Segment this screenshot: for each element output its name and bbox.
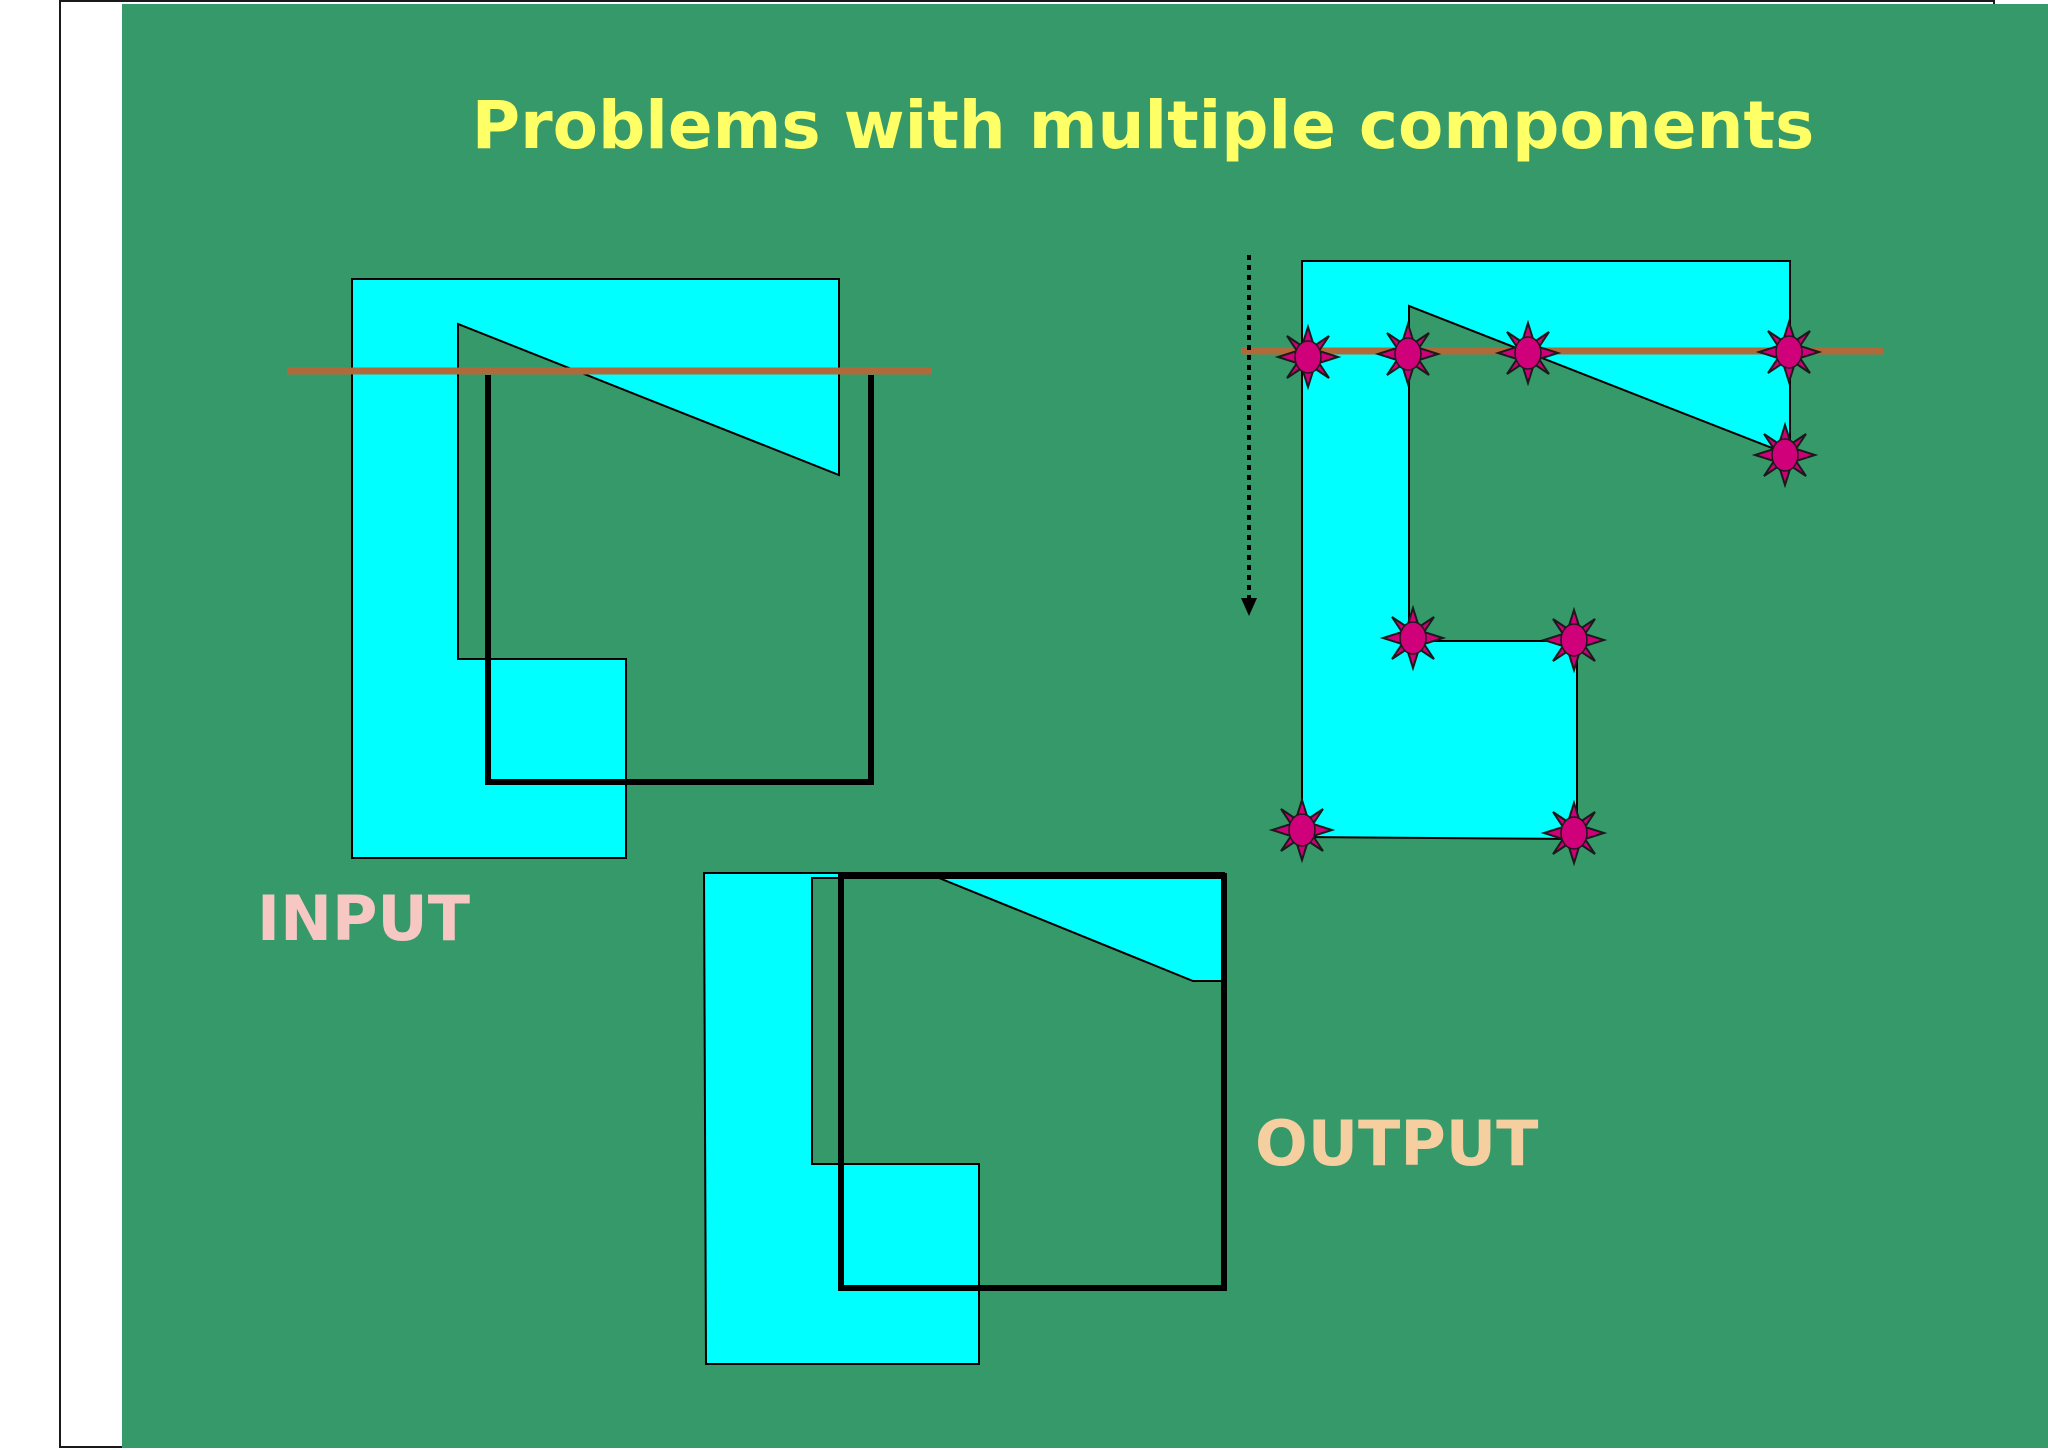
output-label: OUTPUT <box>1255 1107 1538 1180</box>
output-clip-window <box>838 873 1227 1291</box>
event-point-icon <box>1382 607 1444 669</box>
slide-title: Problems with multiple components <box>472 87 1815 164</box>
event-point-icon <box>1754 424 1816 486</box>
input-shape <box>351 278 840 859</box>
input-figure <box>287 278 932 859</box>
diagram-canvas: Problems with multiple components INPUT … <box>122 4 2048 1448</box>
event-point-icon <box>1497 322 1559 384</box>
output-figure <box>702 872 1227 1365</box>
event-point-icon <box>1377 323 1439 385</box>
event-point-icon <box>1543 802 1605 864</box>
sweep-figure <box>1241 255 1883 864</box>
sweep-direction-arrow <box>1241 255 1257 616</box>
event-point-icon <box>1758 321 1820 383</box>
event-point-icon <box>1277 326 1339 388</box>
event-point-icon <box>1543 609 1605 671</box>
input-clip-window <box>485 375 874 785</box>
event-point-icon <box>1271 799 1333 861</box>
slide: Problems with multiple components INPUT … <box>59 0 2048 1448</box>
input-label: INPUT <box>257 882 470 955</box>
